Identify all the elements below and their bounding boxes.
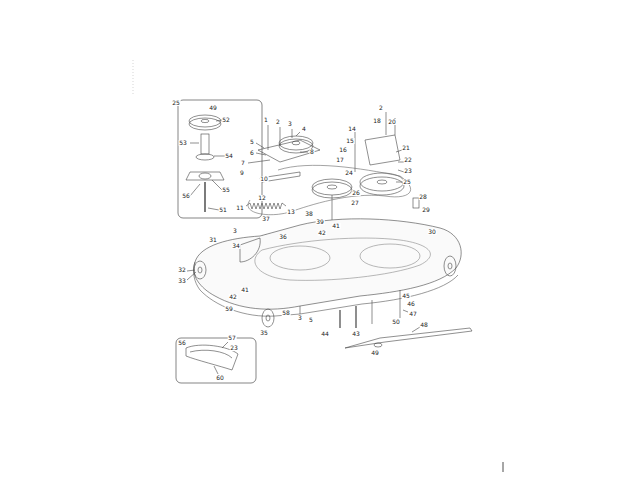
callout-number: 30 (428, 229, 437, 235)
callout-number: 2 (379, 105, 384, 111)
callout-number: 23 (404, 168, 413, 174)
callout-number: 25 (403, 179, 412, 185)
callout-number: 3 (233, 228, 238, 234)
callout-number: 20 (388, 119, 397, 125)
callout-number: 12 (258, 195, 267, 201)
callout-number: 56 (182, 193, 191, 199)
callout-number: 14 (348, 126, 357, 132)
callout-number: 49 (209, 105, 218, 111)
callout-number: 22 (404, 157, 413, 163)
callout-number: 36 (279, 234, 288, 240)
callout-number: 41 (332, 223, 341, 229)
callout-number: 50 (392, 319, 401, 325)
callout-number: 32 (178, 267, 187, 273)
callout-number: 38 (305, 211, 314, 217)
callout-number: 47 (409, 311, 418, 317)
callout-number: 13 (287, 209, 296, 215)
callout-number: 26 (352, 190, 361, 196)
callout-number: 56 (178, 340, 187, 346)
callout-number: 11 (236, 205, 245, 211)
callout-number: 53 (179, 140, 188, 146)
callout-number: 58 (282, 310, 291, 316)
callout-number: 41 (241, 287, 250, 293)
callout-number: 21 (402, 145, 411, 151)
callout-number: 37 (262, 216, 271, 222)
callout-number: 43 (352, 331, 361, 337)
callout-number: 15 (346, 138, 355, 144)
callout-number: 7 (241, 160, 246, 166)
callout-number: 18 (373, 118, 382, 124)
callout-number: 8 (310, 149, 315, 155)
callout-number: 35 (260, 330, 269, 336)
callout-number: 10 (260, 176, 269, 182)
callout-number: 23 (230, 345, 239, 351)
callout-number: 31 (209, 237, 218, 243)
callout-number: 46 (407, 301, 416, 307)
callout-number: 44 (321, 331, 330, 337)
callout-number: 52 (222, 117, 231, 123)
callout-number: 5 (309, 317, 314, 323)
callout-number: 57 (228, 335, 237, 341)
callout-number: 3 (298, 315, 303, 321)
callout-number: 51 (219, 207, 228, 213)
callout-number: 17 (336, 157, 345, 163)
callout-number: 2 (276, 119, 281, 125)
callout-number: 24 (345, 170, 354, 176)
callout-number: 29 (422, 207, 431, 213)
callout-number: 39 (316, 219, 325, 225)
callout-number: 59 (225, 306, 234, 312)
callout-number: 28 (419, 194, 428, 200)
callout-number: 6 (250, 150, 255, 156)
callout-number: 33 (178, 278, 187, 284)
callout-number: 27 (351, 200, 360, 206)
callout-number: 42 (318, 230, 327, 236)
callout-number: 9 (240, 170, 245, 176)
callout-number: 55 (222, 187, 231, 193)
callout-number: 49 (371, 350, 380, 356)
callout-number: 25 (172, 100, 181, 106)
callout-number: 5 (250, 139, 255, 145)
callout-number: 54 (225, 153, 234, 159)
callout-number: 42 (229, 294, 238, 300)
callout-number: 60 (216, 375, 225, 381)
callout-number: 45 (402, 293, 411, 299)
callout-number: 34 (232, 243, 241, 249)
callout-number: 16 (339, 147, 348, 153)
callout-number: 48 (420, 322, 429, 328)
callout-number: 3 (288, 121, 293, 127)
callout-number: 1 (264, 117, 269, 123)
callout-number: 4 (302, 126, 307, 132)
